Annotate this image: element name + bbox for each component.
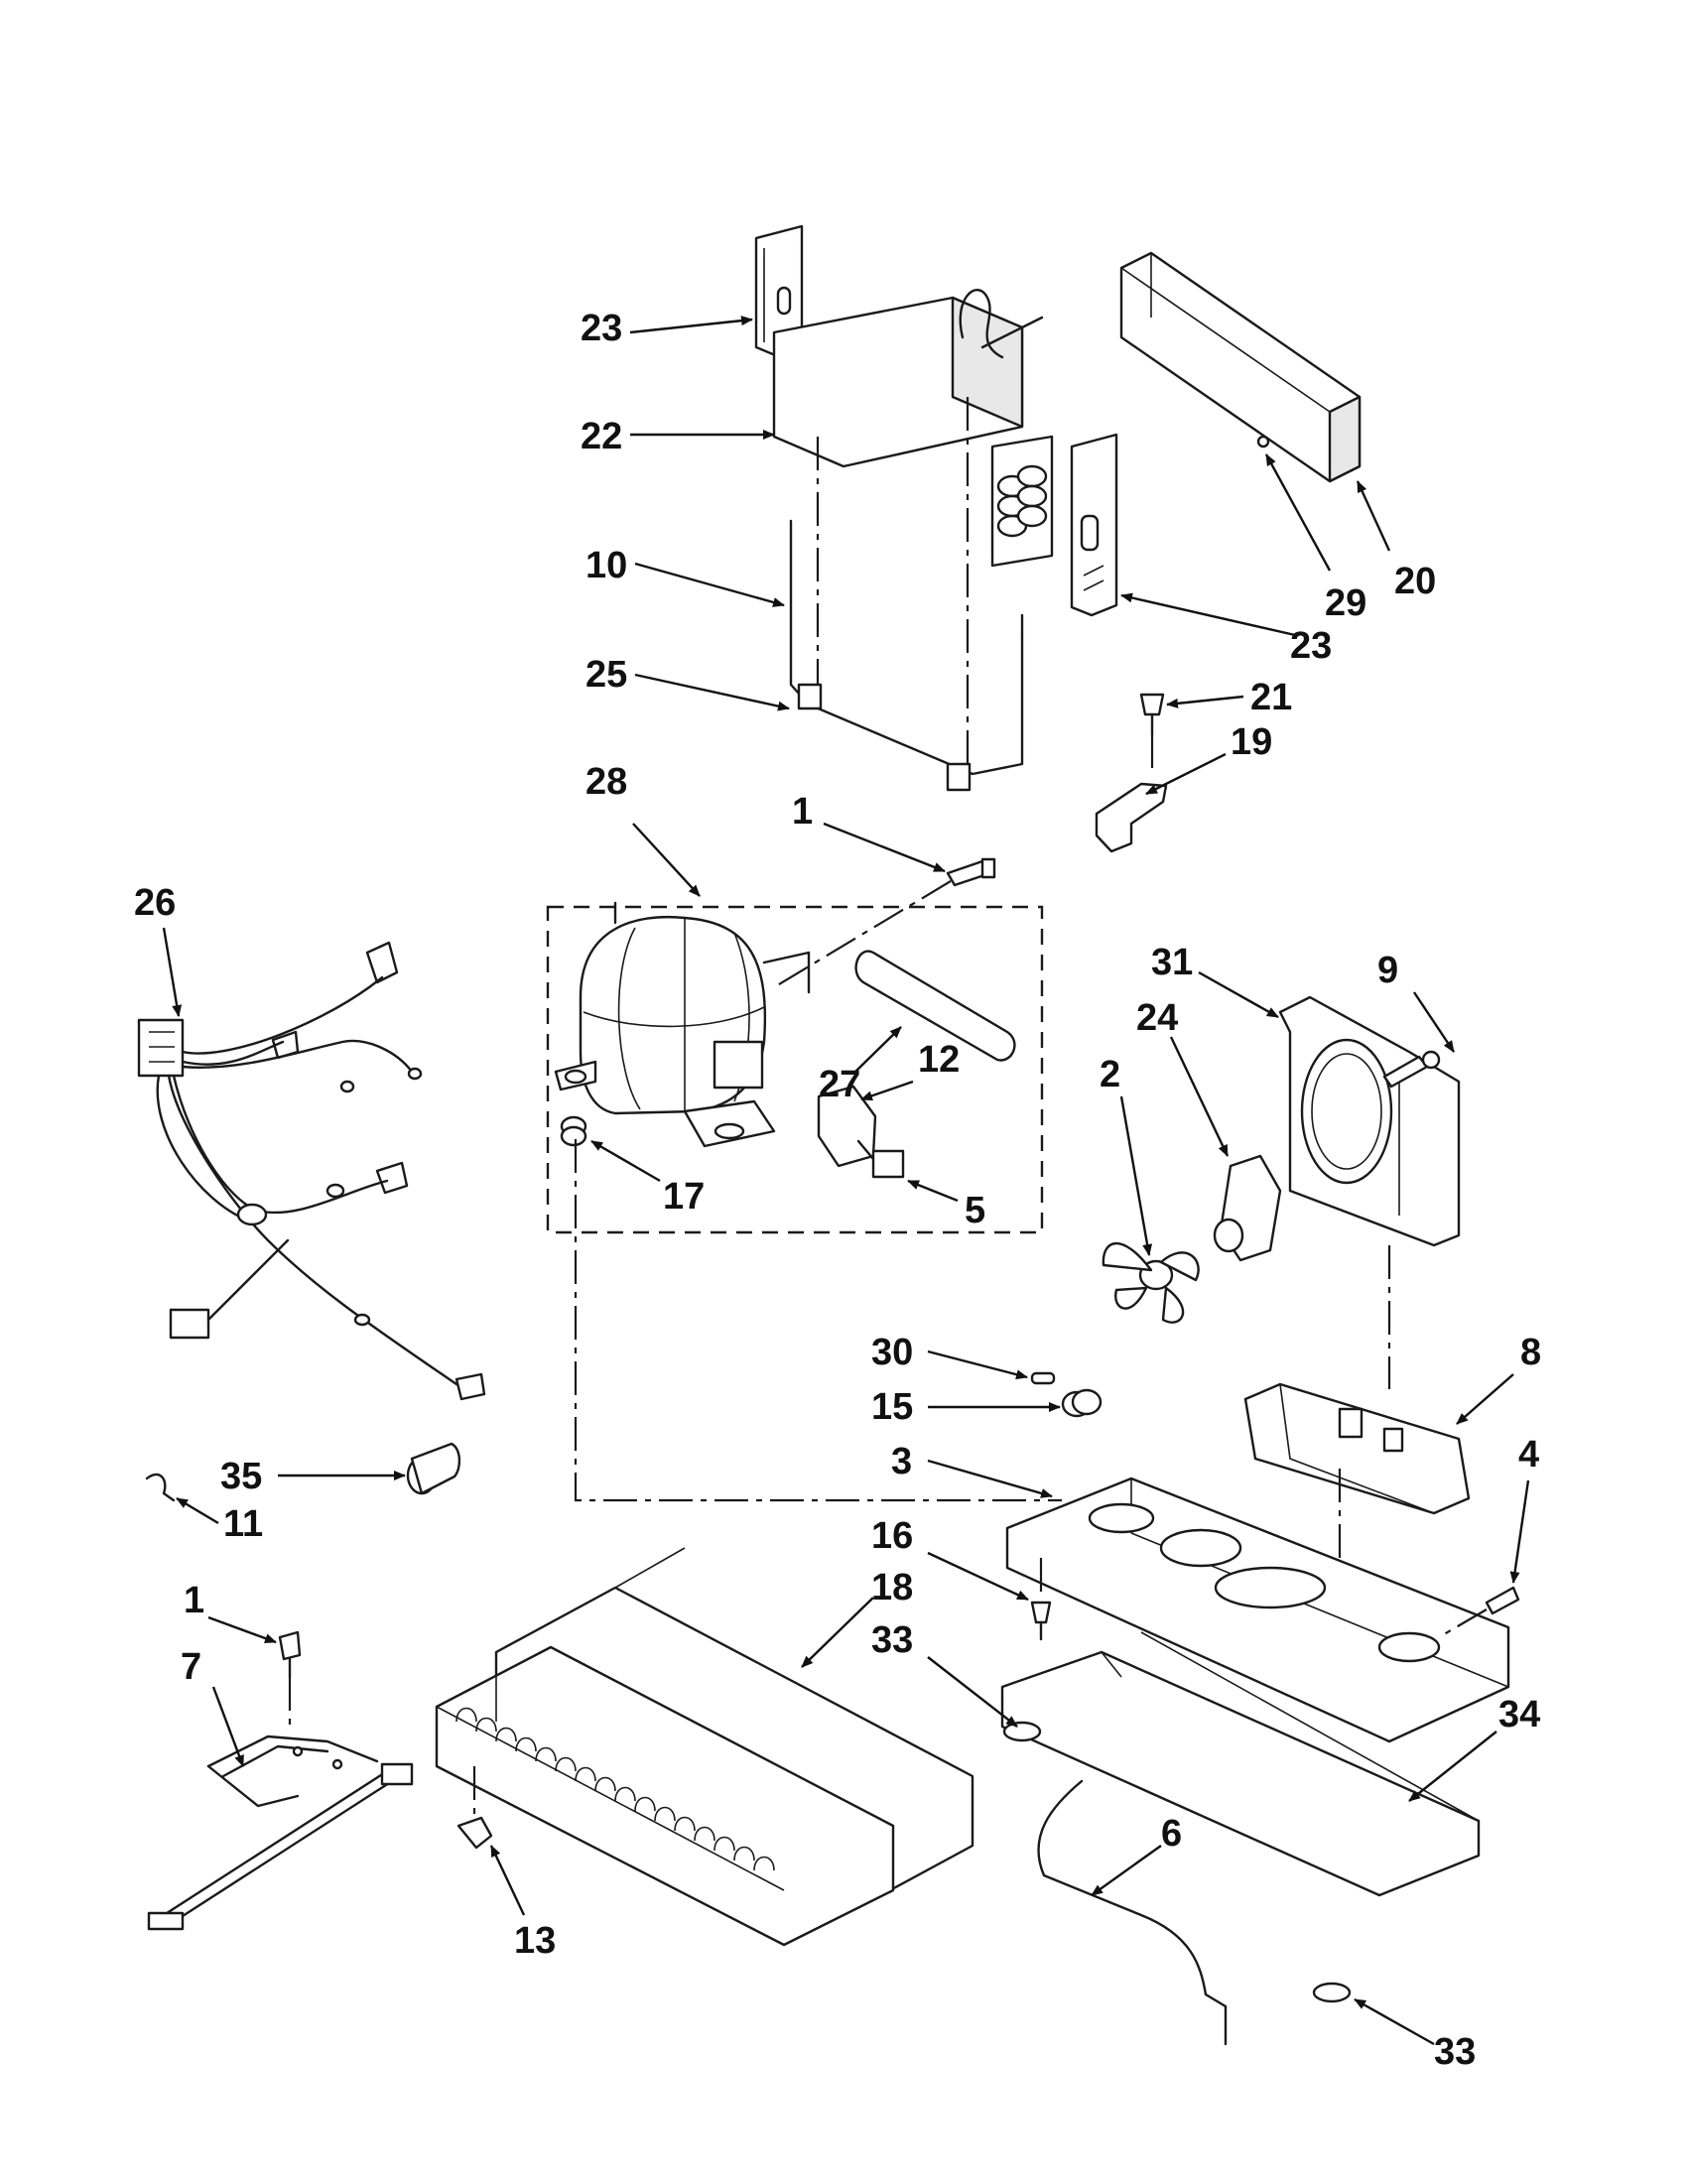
machine-plate (1005, 1371, 1520, 1743)
callout-22: 22 (581, 416, 622, 457)
callout-31: 31 (1151, 942, 1193, 983)
callout-2: 2 (1100, 1054, 1120, 1095)
clip-part (456, 1816, 493, 1850)
callout-18: 18 (871, 1567, 913, 1608)
callout-1: 1 (792, 791, 813, 833)
callout-11: 11 (223, 1503, 263, 1545)
callout-33: 33 (871, 1619, 913, 1661)
callout-1-lower: 1 (184, 1580, 204, 1621)
callout-10: 10 (585, 545, 627, 586)
callout-24: 24 (1136, 997, 1178, 1039)
callout-3: 3 (891, 1441, 912, 1482)
callout-26: 26 (134, 882, 176, 924)
callout-12: 12 (918, 1039, 960, 1081)
callout-5: 5 (965, 1190, 985, 1231)
cover-box (1119, 251, 1362, 483)
callout-25: 25 (585, 654, 627, 696)
callout-29: 29 (1325, 582, 1366, 624)
condenser-coil (435, 1547, 974, 1947)
callout-21: 21 (1250, 677, 1292, 718)
callout-23: 23 (581, 308, 622, 349)
leader-lines (162, 316, 1530, 2046)
callout-23-right: 23 (1290, 625, 1332, 667)
callout-30: 30 (871, 1332, 913, 1373)
callout-33-lower: 33 (1434, 2031, 1476, 2073)
callout-6: 6 (1161, 1813, 1182, 1855)
callout-27: 27 (819, 1064, 860, 1105)
wire-harness (137, 941, 486, 1401)
callout-20: 20 (1394, 561, 1436, 602)
callout-labels: 23 22 10 25 28 1 20 29 23 21 19 26 27 12… (134, 308, 1541, 2073)
condenser-fan-assembly (1102, 995, 1461, 1389)
callout-28: 28 (585, 761, 627, 803)
bracket-and-screw (1095, 693, 1168, 853)
callout-13: 13 (514, 1920, 556, 1962)
callout-16: 16 (871, 1515, 913, 1557)
callout-4: 4 (1518, 1434, 1539, 1476)
evaporator-assembly (754, 224, 1118, 792)
callout-15: 15 (871, 1386, 913, 1428)
callout-8: 8 (1520, 1332, 1541, 1373)
callout-7: 7 (181, 1646, 201, 1688)
callout-19: 19 (1231, 721, 1272, 763)
callout-35: 35 (220, 1456, 262, 1497)
callout-34: 34 (1498, 1694, 1540, 1735)
small-parts-left (145, 1442, 461, 1502)
callout-17: 17 (663, 1176, 705, 1218)
callout-9: 9 (1377, 950, 1398, 991)
compressor-assembly (546, 857, 1044, 1234)
